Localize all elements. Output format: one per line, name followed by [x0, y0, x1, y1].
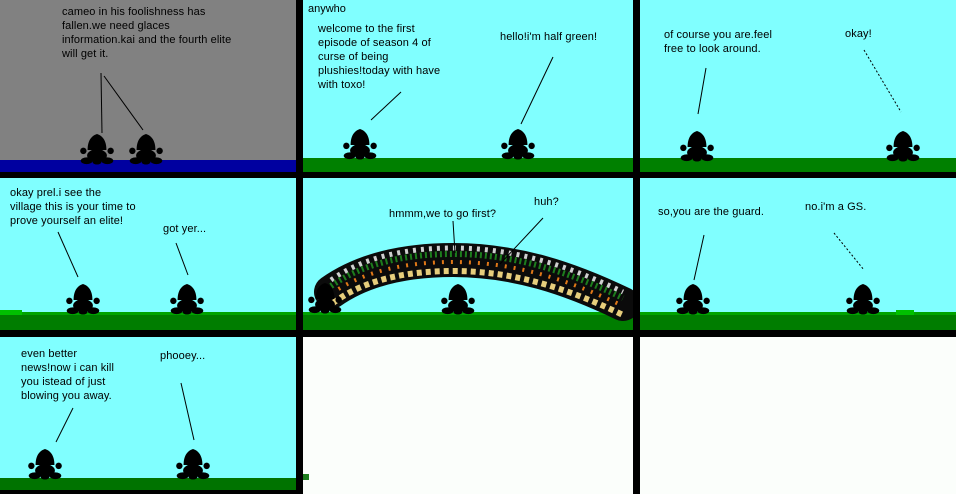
- dialogue-text: even better news!now i can kill you iste…: [21, 348, 114, 402]
- panel-3: of course you are.feel free to look arou…: [640, 0, 956, 172]
- panel-7: even better news!now i can kill you iste…: [0, 337, 296, 494]
- panel-caption: anywho: [308, 3, 346, 15]
- ground-highlight: [0, 310, 22, 315]
- dialogue-text: cameo in his foolishness has fallen.we n…: [62, 6, 232, 60]
- plush-snake-head: [308, 282, 342, 314]
- dialogue-text: welcome to the first episode of season 4…: [318, 23, 441, 91]
- plush-guard-purple: [676, 283, 710, 315]
- plush-toxo-red-yellow: [343, 128, 377, 160]
- panel-1: cameo in his foolishness has fallen.we n…: [0, 0, 296, 172]
- dialogue-text: got yer...: [163, 223, 207, 235]
- ground-strip: [640, 158, 956, 172]
- plush-half-green: [441, 283, 475, 315]
- dialogue-text: phooey...: [160, 350, 206, 362]
- dialogue-text: okay prel.i see the village this is your…: [10, 187, 136, 227]
- panel-8-empty: [303, 337, 633, 494]
- panel-6: so,you are the guard. no.i'm a GS.: [640, 178, 956, 330]
- panel-9-empty: [640, 337, 956, 494]
- dialogue-text: of course you are.feel free to look arou…: [664, 29, 772, 55]
- ground-strip: [303, 158, 633, 172]
- ground-strip: [0, 312, 296, 330]
- plush-gold: [129, 133, 163, 165]
- plush-half-green: [501, 128, 535, 160]
- ground-highlight: [896, 310, 914, 315]
- dialogue-text: hmmm,we to go first?: [389, 208, 497, 220]
- ground-strip: [0, 478, 296, 490]
- dialogue-text: huh?: [534, 196, 559, 208]
- floor-strip: [0, 160, 296, 172]
- plush-toxo-red-yellow: [680, 130, 714, 162]
- panel-4: okay prel.i see the village this is your…: [0, 178, 296, 330]
- dialogue-text: so,you are the guard.: [658, 206, 765, 218]
- dialogue-text: okay!: [845, 28, 872, 40]
- plush-guard-purple: [170, 283, 204, 315]
- panel-2: anywho welcome to the first episode of s…: [303, 0, 633, 172]
- dialogue-text: hello!i'm half green!: [500, 31, 598, 43]
- plush-half-green: [846, 283, 880, 315]
- plush-white-trooper: [80, 133, 114, 165]
- panel-bottom-border: [0, 490, 296, 494]
- ground-speck: [303, 474, 309, 480]
- ground-strip: [303, 312, 633, 330]
- plush-guard-purple: [28, 448, 62, 480]
- ground-strip: [640, 312, 956, 330]
- plush-elite-gold: [66, 283, 100, 315]
- dialogue-text: no.i'm a GS.: [805, 201, 867, 213]
- plush-half-green: [886, 130, 920, 162]
- plush-half-green: [176, 448, 210, 480]
- panel-5: hmmm,we to go first? huh?: [303, 178, 633, 330]
